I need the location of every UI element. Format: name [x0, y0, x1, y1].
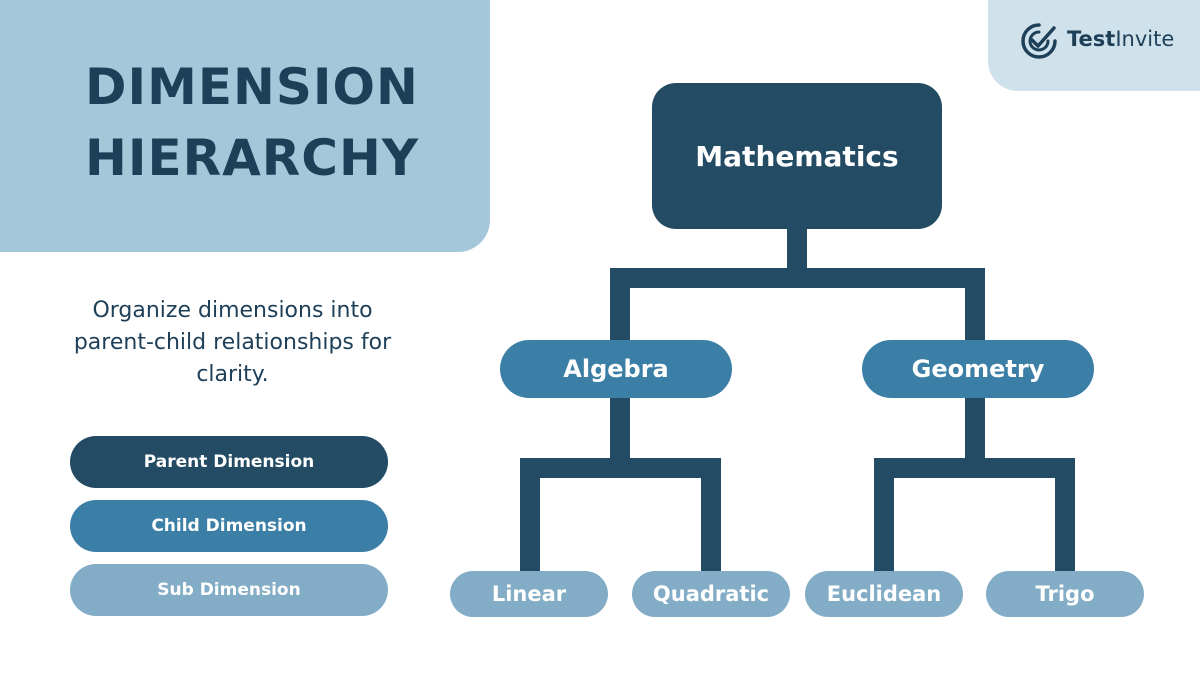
root-connector: [610, 228, 985, 340]
node-euclidean: Euclidean: [805, 571, 963, 617]
legend-child-dimension: Child Dimension: [70, 500, 388, 552]
legend-sub-dimension: Sub Dimension: [70, 564, 388, 616]
logo-text: TestInvite: [1067, 29, 1174, 50]
node-trigo: Trigo: [986, 571, 1144, 617]
legend-parent-dimension: Parent Dimension: [70, 436, 388, 488]
title-panel: DIMENSION HIERARCHY: [0, 0, 490, 252]
title-line-2: HIERARCHY: [85, 129, 420, 187]
algebra-connector: [520, 397, 721, 572]
title-line-1: DIMENSION: [85, 58, 419, 116]
node-quadratic: Quadratic: [632, 571, 790, 617]
logo-text-regular: Invite: [1115, 27, 1175, 51]
logo-text-bold: Test: [1067, 27, 1116, 51]
node-linear: Linear: [450, 571, 608, 617]
node-mathematics: Mathematics: [652, 83, 942, 229]
geometry-connector: [874, 397, 1075, 572]
logo-panel: TestInvite: [988, 0, 1200, 91]
node-algebra: Algebra: [500, 340, 732, 398]
description-text: Organize dimensions into parent-child re…: [73, 298, 392, 387]
node-geometry: Geometry: [862, 340, 1094, 398]
check-circle-icon: [1021, 23, 1057, 59]
